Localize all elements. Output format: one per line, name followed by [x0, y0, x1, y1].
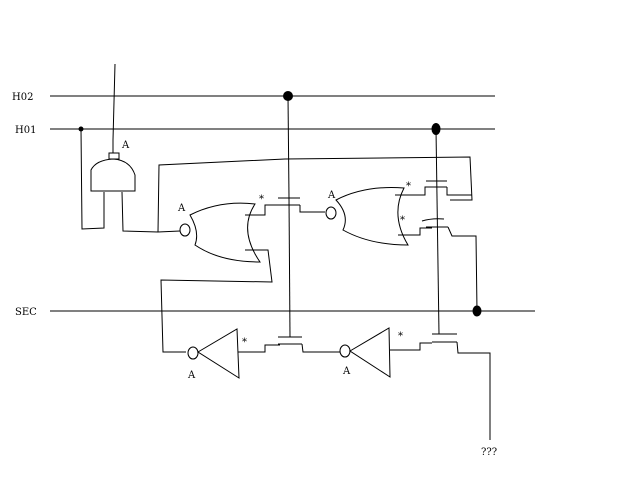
nand-left-feed-wire [80, 128, 105, 230]
nor1-output-wire [245, 204, 280, 216]
inv2-output-wire [390, 342, 432, 351]
nor-gate-1 [189, 202, 261, 263]
nand-right-feed-wire [121, 191, 159, 233]
inv1-input-bubble [187, 346, 199, 360]
nand-input-wire [112, 63, 116, 153]
inv1-star-mark: * [242, 337, 247, 348]
inverter-2 [349, 327, 391, 378]
inv1-gate-label: A [187, 370, 196, 381]
tg3-output-wire [447, 226, 478, 312]
tg1-output-wire [299, 205, 325, 213]
nor1-lower-loop-wire [160, 249, 273, 353]
inverter-1 [197, 328, 240, 379]
tg2-output-wire [446, 187, 472, 196]
sec-label: SEC [15, 307, 37, 318]
h02-tap-lower [288, 197, 291, 338]
feedback-loop-wire [157, 156, 473, 233]
inv1-output-wire [238, 344, 280, 353]
inv2-gate-label: A [342, 366, 351, 377]
nand-inversion-bubble [108, 152, 120, 160]
h01-label: H01 [15, 125, 36, 136]
tg3-gate-bar [421, 218, 445, 222]
final-output-wire [456, 341, 491, 440]
nand-gate [90, 158, 136, 192]
nand-gate-label: A [121, 140, 130, 151]
h02-label: H02 [12, 92, 33, 103]
nor1-star-mark: * [259, 194, 264, 205]
nor2-lower-output-wire [398, 227, 432, 236]
nor2-star-mark-upper: * [406, 181, 411, 192]
nor2-gate-label: A [327, 190, 336, 201]
inv2-input-bubble [339, 344, 351, 358]
nor2-star-mark-lower: * [400, 215, 405, 226]
output-unknown-label: ??? [481, 447, 497, 458]
inv2-star-mark: * [398, 331, 403, 342]
nor1-gate-label: A [177, 203, 186, 214]
nor2-input-bubble [325, 206, 337, 220]
tg4-output-wire [301, 343, 340, 353]
nor-gate-2 [335, 187, 409, 246]
nor1-input-bubble [179, 223, 191, 237]
h01-tap-wire [435, 128, 440, 335]
nor1-input-wire [157, 230, 181, 233]
h02-tap-upper [287, 95, 290, 199]
